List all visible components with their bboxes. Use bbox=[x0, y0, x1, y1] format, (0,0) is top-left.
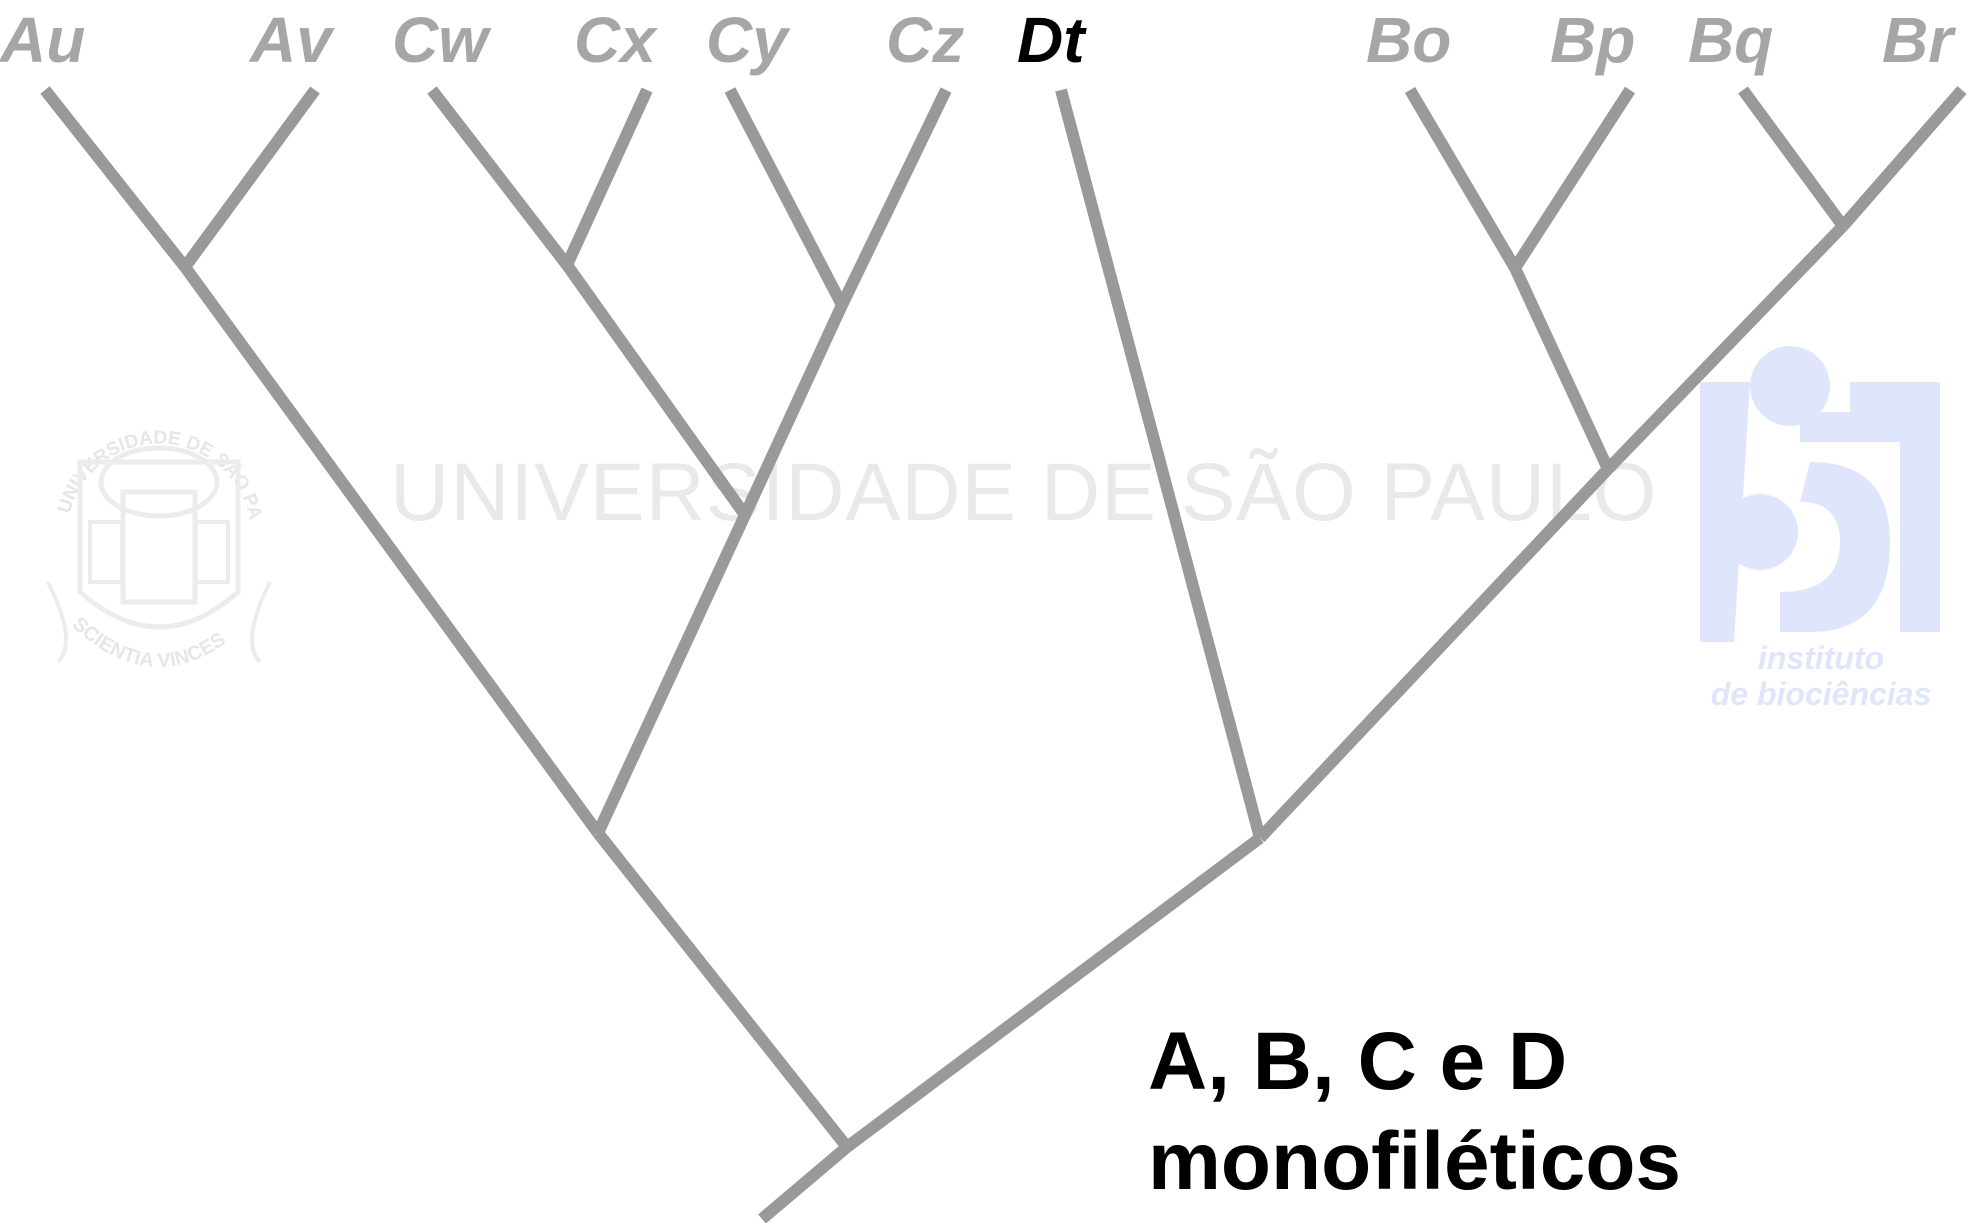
taxon-label-cw: Cw bbox=[392, 4, 488, 76]
branch-CwCx-C bbox=[562, 261, 750, 519]
branch-Av-AuAv bbox=[180, 86, 320, 271]
caption-line1: A, B, C e D bbox=[1148, 1016, 1568, 1107]
branch-DB-root bbox=[843, 833, 1264, 1152]
branch-Br-BqBr bbox=[1838, 86, 1967, 230]
branch-Cy-CyCz bbox=[724, 87, 848, 308]
taxon-label-bp: Bp bbox=[1550, 4, 1636, 76]
taxon-label-cz: Cz bbox=[886, 4, 965, 76]
branch-BqBr-B bbox=[1603, 221, 1848, 474]
caption-line2: monofiléticos bbox=[1148, 1116, 1682, 1207]
ib-logo-text: instituto de biociências bbox=[1690, 640, 1952, 712]
ib-logo-watermark bbox=[1700, 346, 1940, 642]
tree-branches bbox=[40, 86, 1967, 1223]
taxon-label-cx: Cx bbox=[574, 4, 656, 76]
ib-logo-line2: de biociências bbox=[1710, 676, 1932, 712]
taxon-label-cy: Cy bbox=[706, 4, 788, 76]
branch-AC-root bbox=[593, 829, 852, 1151]
branch-C-AC bbox=[592, 512, 751, 836]
branch-Cz-CyCz bbox=[836, 87, 952, 308]
branch-Dt-DB bbox=[1055, 88, 1266, 840]
branch-CyCz-C bbox=[739, 302, 848, 518]
branch-Bp-BoBp bbox=[1509, 86, 1636, 272]
caption: A, B, C e D monofiléticos bbox=[1148, 1012, 1681, 1212]
branch-Cx-CwCx bbox=[561, 87, 653, 268]
usp-seal-watermark: UNIVERSIDADE DE SÃO PAULO SCIENTIA VINCE… bbox=[28, 342, 272, 672]
branch-Cw-CwCx bbox=[427, 86, 572, 269]
branch-Bq-BqBr bbox=[1738, 86, 1848, 230]
branch-Au-AuAv bbox=[40, 86, 190, 271]
taxon-label-au: Au bbox=[0, 4, 86, 76]
taxon-label-br: Br bbox=[1882, 4, 1954, 76]
branch-AuAv-AC bbox=[180, 263, 603, 837]
taxon-label-av: Av bbox=[250, 4, 332, 76]
ib-logo-line1: instituto bbox=[1757, 640, 1885, 676]
taxon-label-bo: Bo bbox=[1366, 4, 1452, 76]
taxon-label-dt: Dt bbox=[1017, 4, 1085, 76]
branch-Bo-BoBp bbox=[1404, 86, 1521, 272]
branch-BoBp-B bbox=[1509, 265, 1614, 472]
branch-B-DB bbox=[1255, 464, 1613, 843]
root-stem bbox=[758, 1142, 851, 1223]
watermark-text: UNIVERSIDADE DE SÃO PAULO bbox=[390, 447, 1658, 538]
taxon-label-bq: Bq bbox=[1688, 4, 1774, 76]
